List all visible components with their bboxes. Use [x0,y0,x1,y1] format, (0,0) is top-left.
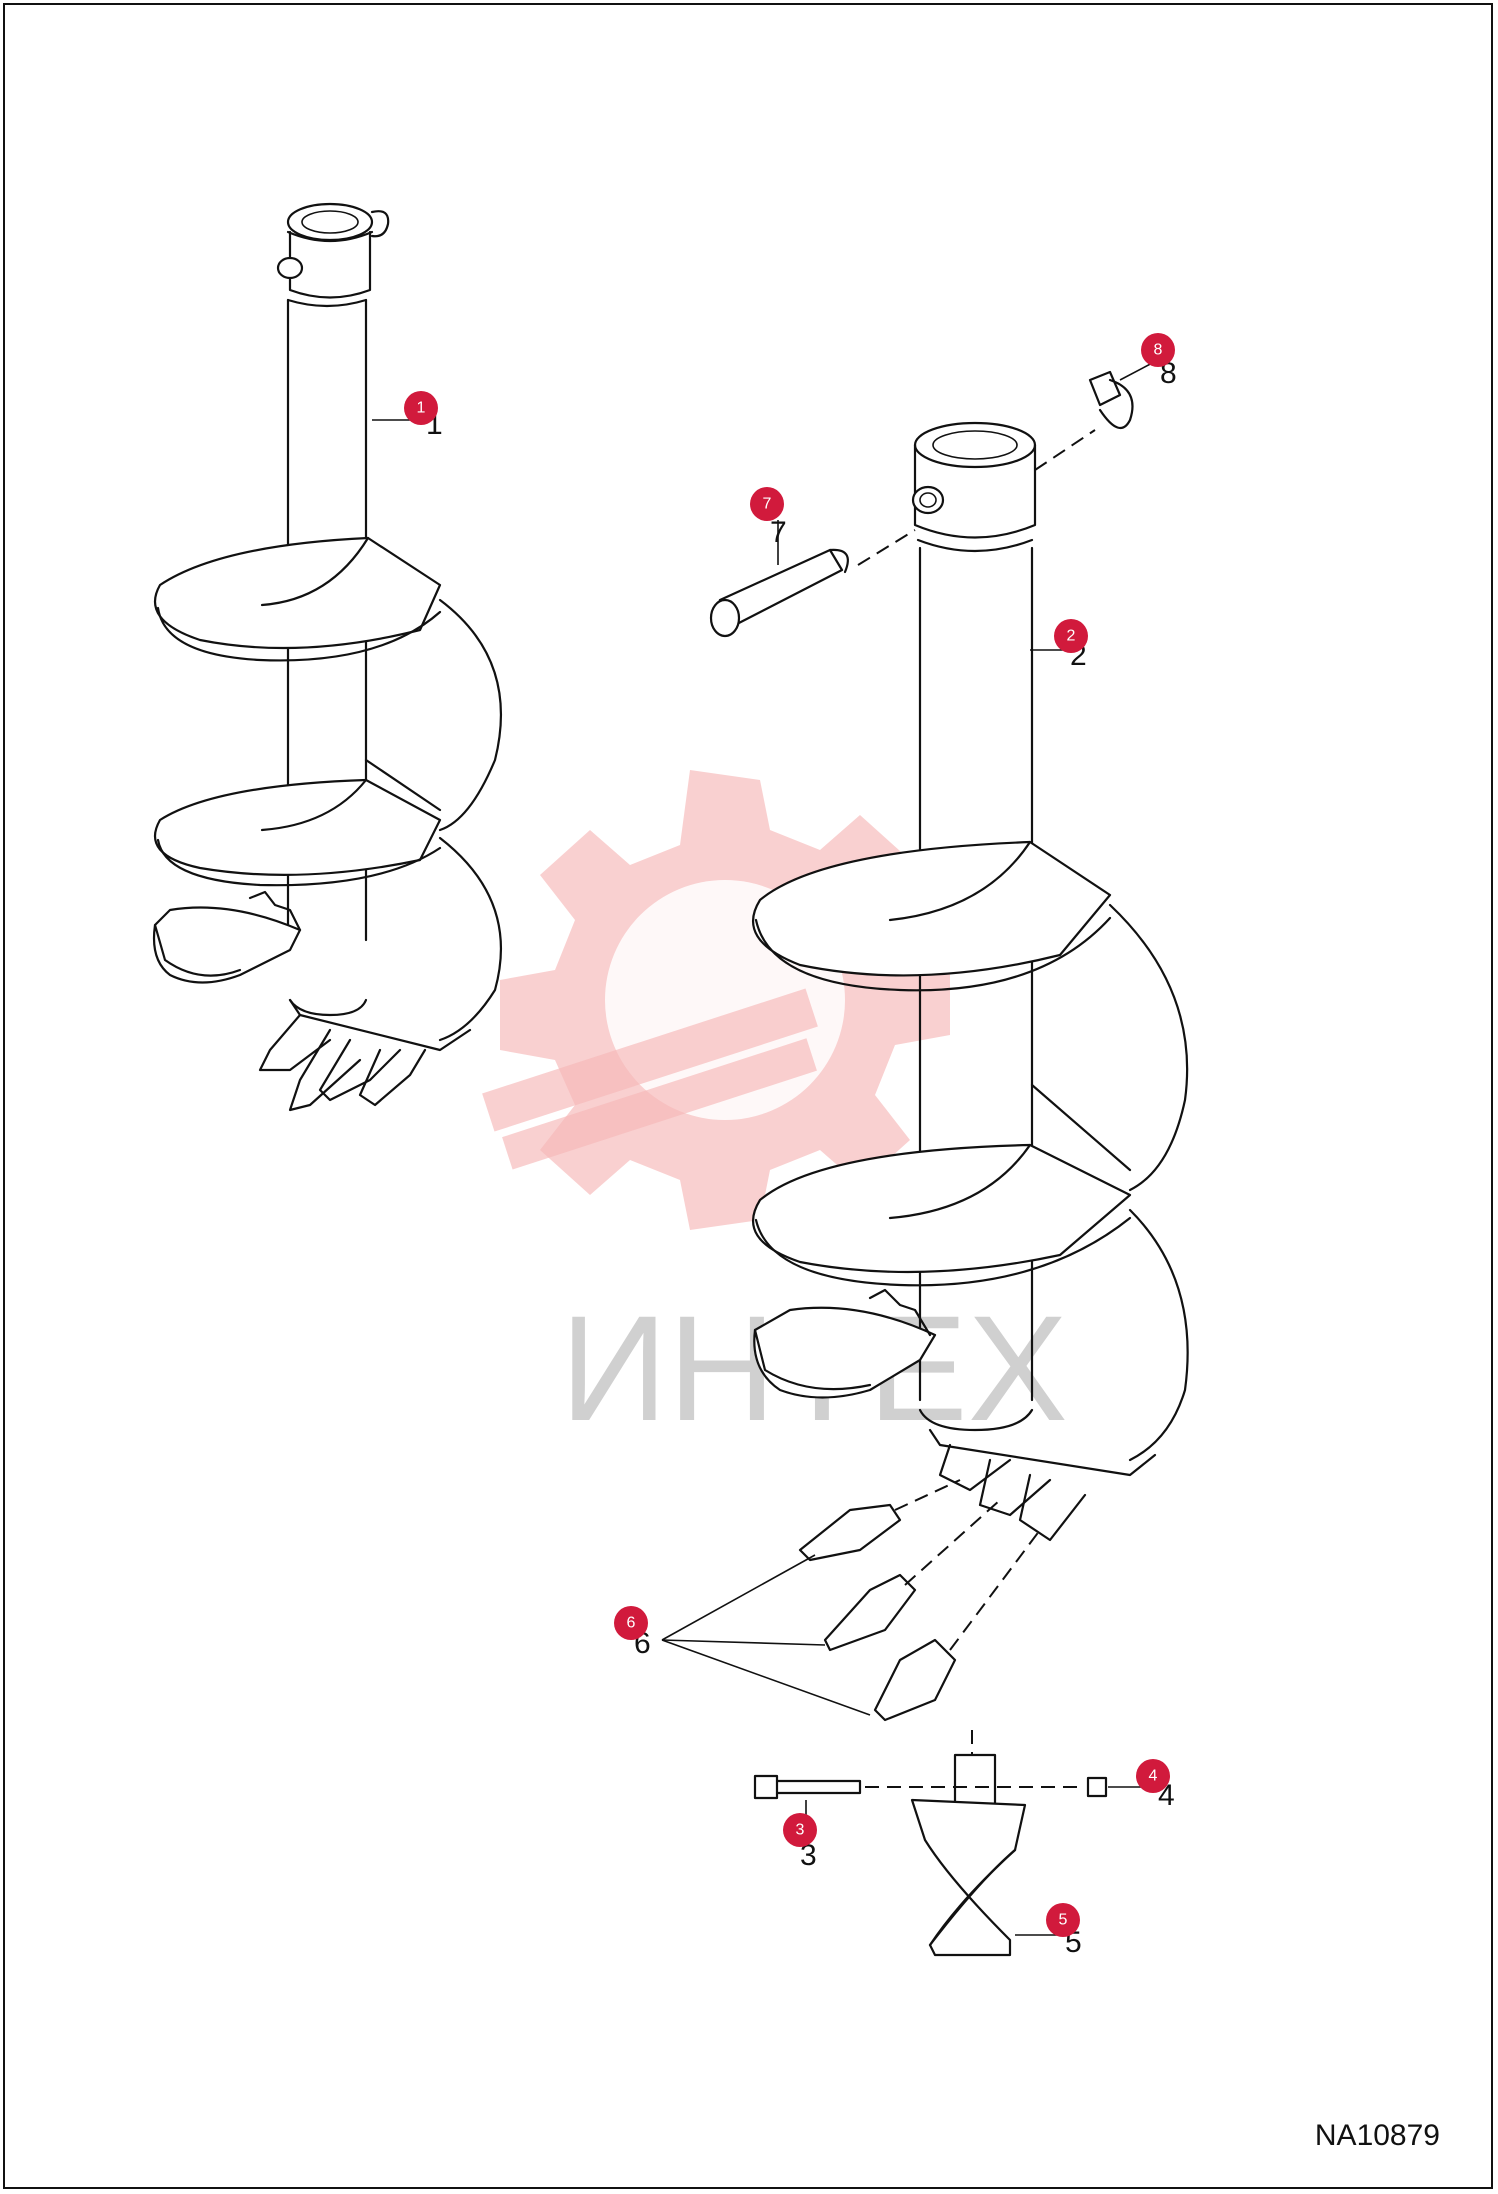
svg-text:1: 1 [417,400,426,417]
drawing-id: NA10879 [1315,2119,1440,2152]
callout-6: 6 [614,1606,648,1640]
svg-text:7: 7 [770,516,787,549]
bolt-part [753,1774,862,1800]
drawing-frame [3,3,1493,2189]
svg-text:7: 7 [763,496,772,513]
pin-part [709,548,849,638]
callout-4: 4 [1136,1759,1170,1793]
lynch-pin-part [1088,370,1134,430]
nut-part [1086,1776,1108,1798]
callout-7: 7 [750,487,784,521]
svg-text:4: 4 [1149,1768,1158,1785]
svg-text:6: 6 [627,1615,636,1632]
callout-5: 5 [1046,1903,1080,1937]
svg-text:3: 3 [796,1822,805,1839]
auger-assembly-right [751,421,1189,1542]
svg-text:3: 3 [800,1839,817,1872]
svg-text:5: 5 [1059,1912,1068,1929]
svg-text:2: 2 [1067,628,1076,645]
callout-2: 2 [1054,619,1088,653]
callout-3: 3 [783,1813,817,1847]
pilot-bit-part [910,1753,1027,1957]
svg-text:8: 8 [1154,342,1163,359]
teeth-parts [798,1503,957,1722]
callout-1: 1 [404,391,438,425]
callout-8: 8 [1141,333,1175,367]
auger-assembly-left [152,202,502,1112]
